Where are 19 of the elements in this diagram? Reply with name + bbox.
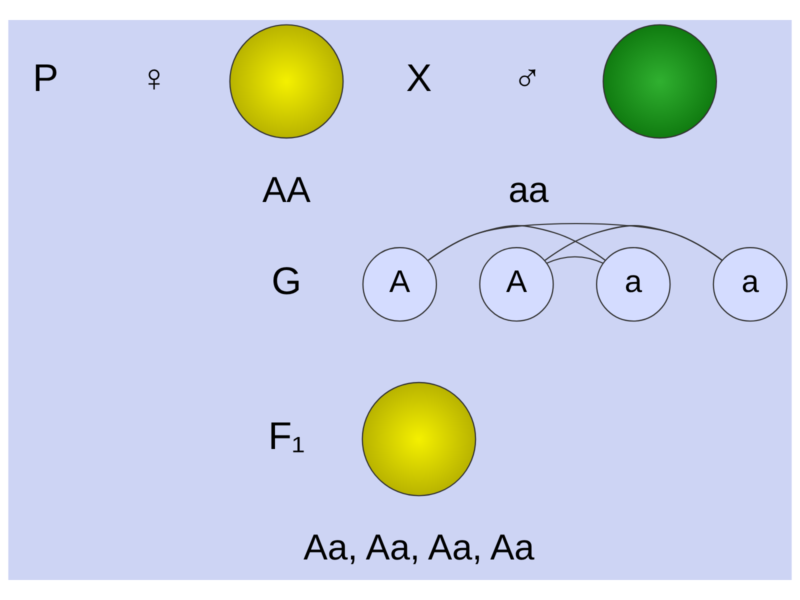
connector — [428, 223, 722, 261]
node-circle: A — [362, 247, 438, 322]
node-circle: A — [479, 247, 554, 322]
label: ♀ — [140, 57, 168, 100]
label: G — [272, 260, 302, 304]
label: X — [406, 57, 432, 100]
node-circle — [229, 24, 344, 139]
connector — [546, 256, 604, 264]
node-circle — [362, 382, 476, 496]
node-circle — [602, 24, 718, 139]
node-circle: a — [596, 247, 671, 322]
connector — [544, 225, 722, 261]
node-circle: a — [712, 247, 788, 322]
label: F₁ — [268, 414, 305, 458]
node-label: aa — [508, 168, 549, 210]
node-label: AA — [262, 168, 311, 210]
label: P — [32, 57, 58, 100]
label: ♂ — [512, 57, 542, 100]
node-label: Aa, Aa, Aa, Aa — [304, 526, 534, 568]
